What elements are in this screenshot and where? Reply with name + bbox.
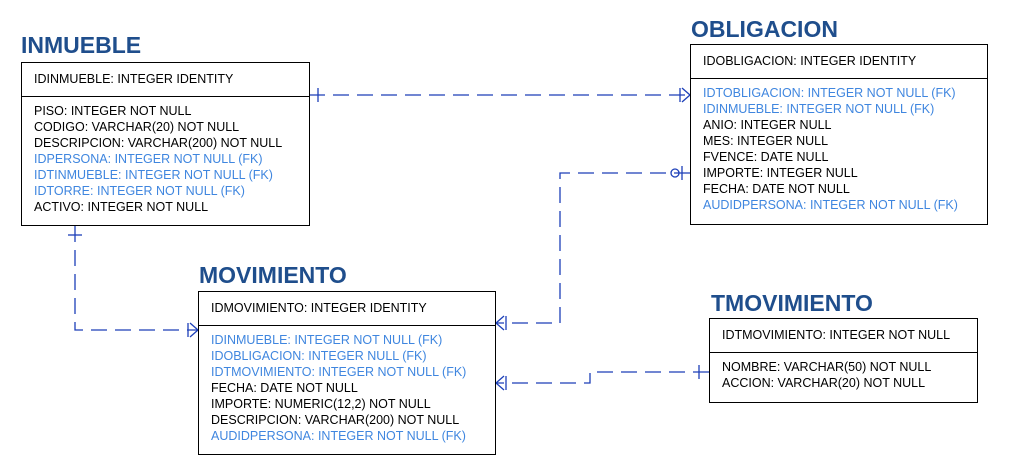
entity-title-movimiento: MOVIMIENTO bbox=[199, 262, 347, 288]
foreign-key-column: IDPERSONA: INTEGER NOT NULL (FK) bbox=[34, 152, 263, 166]
column: CODIGO: VARCHAR(20) NOT NULL bbox=[34, 120, 240, 134]
column-list: PISO: INTEGER NOT NULL CODIGO: VARCHAR(2… bbox=[22, 97, 309, 215]
primary-key: IDTMOVIMIENTO: INTEGER NOT NULL bbox=[710, 319, 977, 353]
entity-title-tmovimiento: TMOVIMIENTO bbox=[711, 290, 873, 316]
crowfoot-marker bbox=[495, 315, 505, 324]
entity-tmovimiento[interactable]: IDTMOVIMIENTO: INTEGER NOT NULL NOMBRE: … bbox=[709, 318, 978, 403]
entity-movimiento[interactable]: IDMOVIMIENTO: INTEGER IDENTITY IDINMUEBL… bbox=[198, 291, 496, 455]
column: FVENCE: DATE NULL bbox=[703, 150, 829, 164]
foreign-key-column: IDINMUEBLE: INTEGER NOT NULL (FK) bbox=[703, 102, 935, 116]
foreign-key-column: IDTMOVIMIENTO: INTEGER NOT NULL (FK) bbox=[211, 365, 467, 379]
foreign-key-column: IDOBLIGACION: INTEGER NULL (FK) bbox=[211, 349, 427, 363]
column: DESCRIPCION: VARCHAR(200) NOT NULL bbox=[34, 136, 283, 150]
foreign-key-column: IDTORRE: INTEGER NOT NULL (FK) bbox=[34, 184, 245, 198]
entity-title-obligacion: OBLIGACION bbox=[691, 16, 838, 42]
column: IMPORTE: NUMERIC(12,2) NOT NULL bbox=[211, 397, 431, 411]
column: PISO: INTEGER NOT NULL bbox=[34, 104, 192, 118]
foreign-key-column: AUDIDPERSONA: INTEGER NOT NULL (FK) bbox=[211, 429, 466, 443]
relationship-inmueble-obligacion bbox=[309, 87, 691, 103]
foreign-key-column: IDINMUEBLE: INTEGER NOT NULL (FK) bbox=[211, 333, 443, 347]
relationship-obligacion-movimiento bbox=[495, 166, 690, 331]
foreign-key-column: AUDIDPERSONA: INTEGER NOT NULL (FK) bbox=[703, 198, 958, 212]
column: IMPORTE: INTEGER NULL bbox=[703, 166, 858, 180]
primary-key: IDMOVIMIENTO: INTEGER IDENTITY bbox=[199, 292, 495, 326]
column-list: IDTOBLIGACION: INTEGER NOT NULL (FK) IDI… bbox=[691, 79, 987, 213]
entity-obligacion[interactable]: IDOBLIGACION: INTEGER IDENTITY IDTOBLIGA… bbox=[690, 44, 988, 225]
foreign-key-column: IDTOBLIGACION: INTEGER NOT NULL (FK) bbox=[703, 86, 956, 100]
zero-marker bbox=[670, 168, 680, 178]
relationship-inmueble-movimiento bbox=[68, 226, 199, 338]
column-list: IDINMUEBLE: INTEGER NOT NULL (FK) IDOBLI… bbox=[199, 326, 495, 444]
crowfoot-marker bbox=[495, 375, 505, 384]
primary-key: IDOBLIGACION: INTEGER IDENTITY bbox=[691, 45, 987, 79]
column: DESCRIPCION: VARCHAR(200) NOT NULL bbox=[211, 413, 460, 427]
crowfoot-marker bbox=[681, 87, 691, 96]
column: MES: INTEGER NULL bbox=[703, 134, 829, 148]
column: FECHA: DATE NOT NULL bbox=[211, 381, 358, 395]
column: ACTIVO: INTEGER NOT NULL bbox=[34, 200, 209, 214]
column-list: NOMBRE: VARCHAR(50) NOT NULL ACCION: VAR… bbox=[710, 353, 977, 391]
entity-inmueble[interactable]: IDINMUEBLE: INTEGER IDENTITY PISO: INTEG… bbox=[21, 62, 310, 226]
primary-key: IDINMUEBLE: INTEGER IDENTITY bbox=[22, 63, 309, 97]
column: FECHA: DATE NOT NULL bbox=[703, 182, 850, 196]
column: NOMBRE: VARCHAR(50) NOT NULL bbox=[722, 360, 932, 374]
column: ANIO: INTEGER NULL bbox=[703, 118, 832, 132]
crowfoot-marker bbox=[189, 322, 199, 331]
entity-title-inmueble: INMUEBLE bbox=[21, 32, 142, 58]
column: ACCION: VARCHAR(20) NOT NULL bbox=[722, 376, 926, 390]
foreign-key-column: IDTINMUEBLE: INTEGER NOT NULL (FK) bbox=[34, 168, 273, 182]
relationship-tmovimiento-movimiento bbox=[495, 365, 709, 391]
